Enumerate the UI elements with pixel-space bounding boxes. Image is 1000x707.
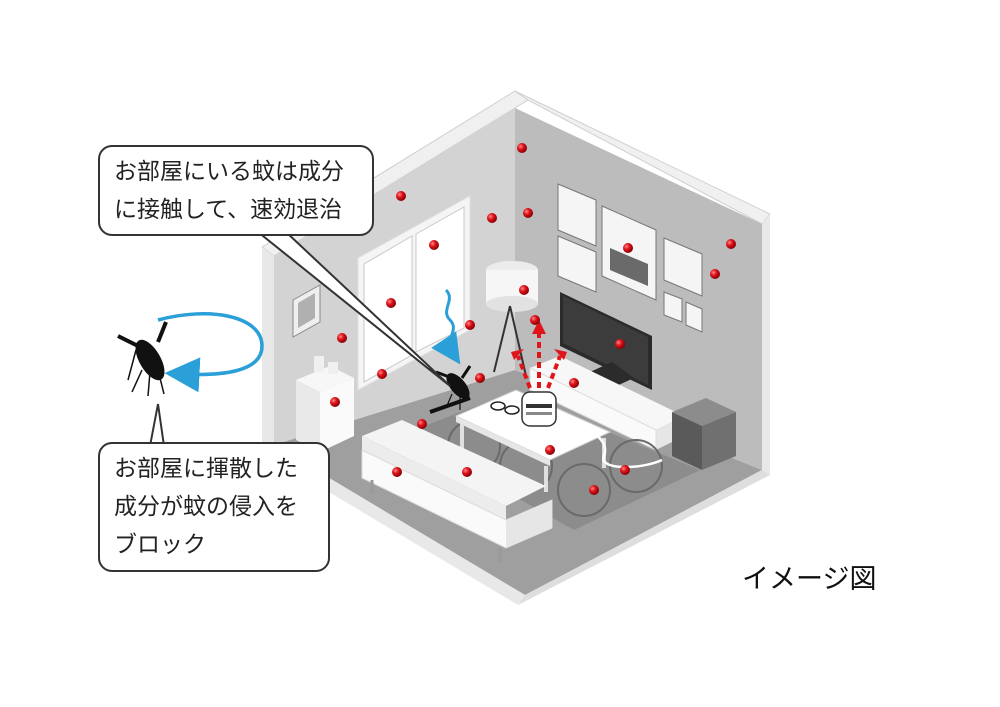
particle [386,298,396,308]
callout-bottom-pointer [150,404,164,446]
left-outer-edge [262,247,274,452]
callout-bottom-line1: お部屋に揮散した [114,450,314,488]
particle [623,243,633,253]
callout-bottom-line2: 成分が蚊の侵入を [114,488,314,526]
particle [429,240,439,250]
callout-bottom-line3: ブロック [114,526,314,564]
device-icon [522,392,556,426]
particle [377,369,387,379]
particle [530,315,540,325]
particle [569,378,579,388]
particle [519,285,529,295]
particle [710,269,720,279]
right-outer-edge [762,214,770,475]
callout-top-line1: お部屋にいる蚊は成分 [114,153,358,191]
particle [465,320,475,330]
callout-top: お部屋にいる蚊は成分 に接触して、速効退治 [98,145,374,236]
particle [475,373,485,383]
particle [417,419,427,429]
image-caption: イメージ図 [742,557,876,596]
callout-bottom: お部屋に揮散した 成分が蚊の侵入を ブロック [98,442,330,572]
callout-top-line2: に接触して、速効退治 [114,191,358,229]
particle [620,465,630,475]
particle [330,397,340,407]
particle [523,208,533,218]
mosquito-icon [118,322,170,396]
particle [396,191,406,201]
particle [589,485,599,495]
storage-boxes [672,398,736,470]
particle [726,239,736,249]
particle [337,333,347,343]
particle [545,445,555,455]
particle [615,339,625,349]
particle [392,467,402,477]
particle [487,213,497,223]
particle [517,143,527,153]
particle [462,467,472,477]
blue-curved-arrow [158,314,262,375]
